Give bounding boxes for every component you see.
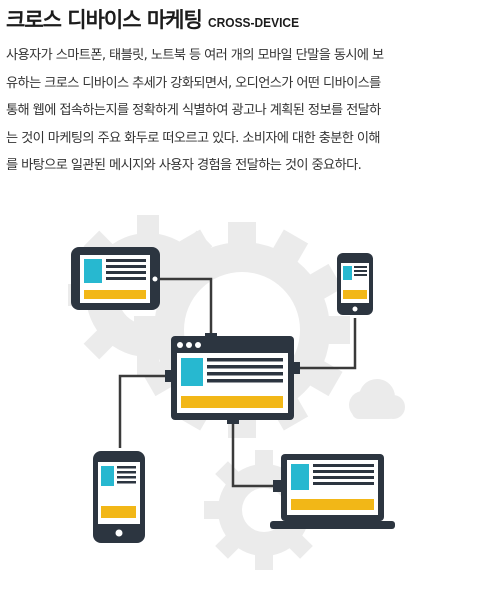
page-title: 크로스 디바이스 마케팅 <box>6 8 203 32</box>
article-body: 사용자가 스마트폰, 태블릿, 노트북 등 여러 개의 모바일 단말을 동시에 … <box>6 42 468 180</box>
illustration-svg <box>68 215 405 570</box>
smartphone-icon <box>337 253 373 315</box>
cloud-icon <box>349 379 405 419</box>
body-line: 를 바탕으로 일관된 메시지와 사용자 경험을 전달하는 것이 중요하다. <box>6 158 362 173</box>
tablet-icon <box>71 247 160 310</box>
smartphone-icon <box>93 451 145 543</box>
body-line: 사용자가 스마트폰, 태블릿, 노트북 등 여러 개의 모바일 단말을 동시에 … <box>6 48 384 63</box>
laptop-icon <box>270 454 395 529</box>
body-line: 는 것이 마케팅의 주요 화두로 떠오르고 있다. 소비자에 대한 충분한 이해 <box>6 130 381 146</box>
connector-lines <box>118 277 357 488</box>
cross-device-illustration <box>0 210 477 597</box>
article-header: 크로스 디바이스 마케팅 CROSS-DEVICE <box>6 4 474 34</box>
body-line: 유하는 크로스 디바이스 추세가 강화되면서, 오디언스가 어떤 디바이스를 <box>6 75 381 91</box>
desktop-monitor-icon <box>171 336 294 420</box>
body-line: 통해 웹에 접속하는지를 정확하게 식별하여 광고나 계획된 정보를 전달하 <box>6 103 381 118</box>
page-title-english: CROSS-DEVICE <box>207 15 299 30</box>
